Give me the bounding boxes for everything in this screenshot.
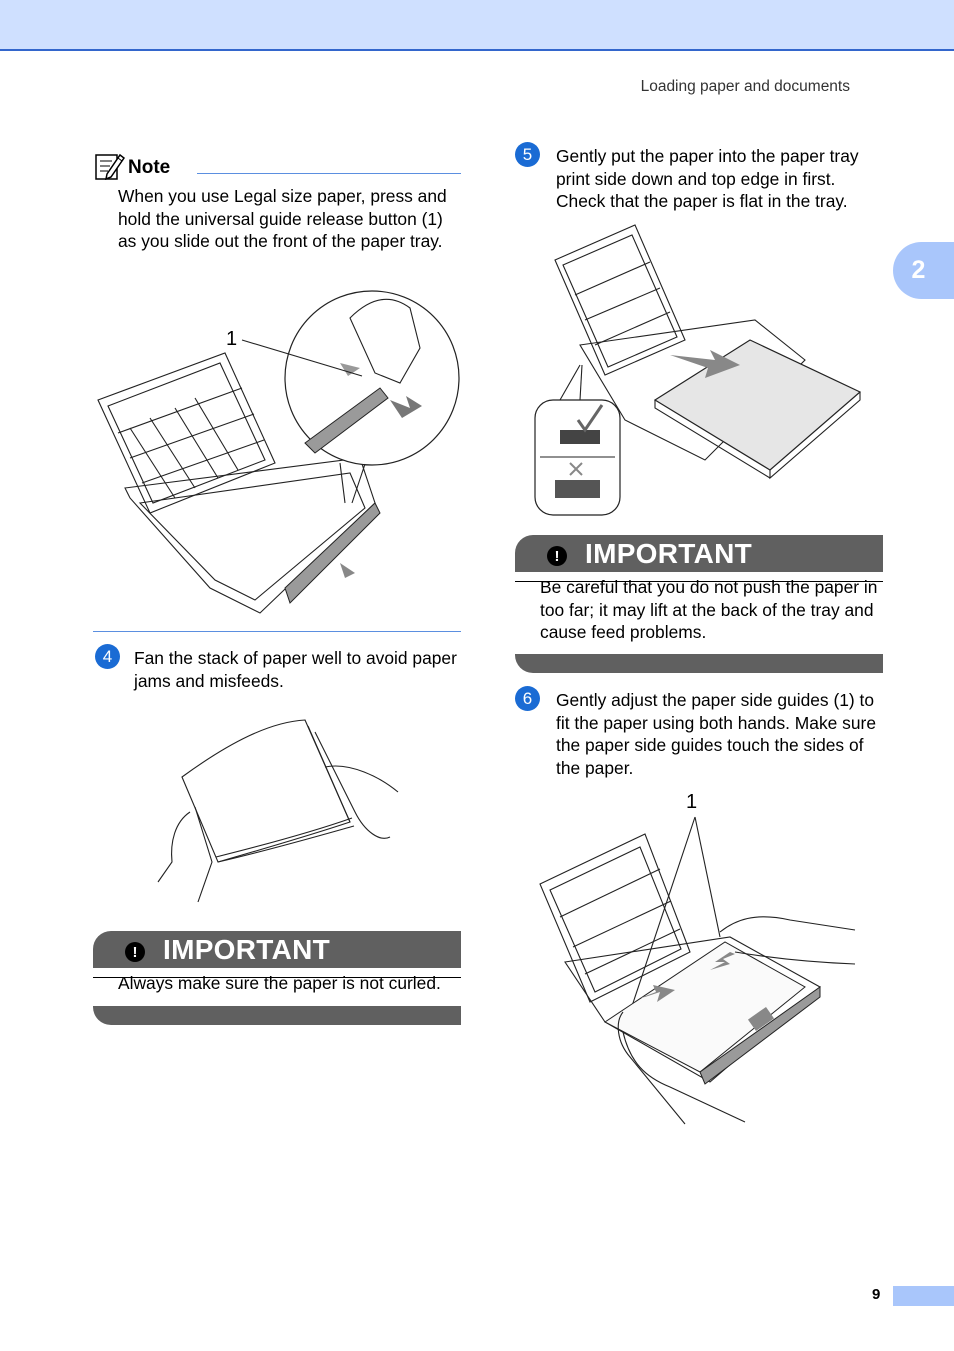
note-text: When you use Legal size paper, press and… [118, 186, 447, 252]
fan-paper-figure [150, 712, 410, 907]
important-box-right-footer [515, 654, 883, 673]
page-number: 9 [872, 1286, 881, 1303]
insert-paper-figure [530, 220, 870, 520]
important-title: IMPORTANT [585, 538, 753, 569]
running-header: Loading paper and documents [640, 78, 850, 95]
note-rule [197, 173, 461, 174]
important-icon: ! [547, 546, 567, 566]
legal-tray-figure [90, 288, 460, 618]
page-number-tab [893, 1286, 954, 1306]
note-pencil-icon [95, 152, 126, 181]
step-5-text: Gently put the paper into the paper tray… [556, 146, 859, 212]
side-guides-figure [535, 812, 860, 1127]
important-right-text: Be careful that you do not push the pape… [540, 577, 878, 643]
important-title: IMPORTANT [163, 934, 331, 965]
important-box-left-header [93, 931, 461, 968]
note-end-rule [93, 631, 461, 632]
important-box-left-footer [93, 1006, 461, 1025]
top-header-band [0, 0, 954, 51]
note-figure-callout: 1 [226, 328, 238, 350]
note-title: Note [128, 157, 171, 178]
important-left-text: Always make sure the paper is not curled… [118, 973, 441, 993]
step-6-number: 6 [515, 686, 540, 711]
step-6-figure-callout: 1 [686, 791, 698, 813]
important-right-rule [515, 581, 883, 582]
step-4-number: 4 [95, 644, 120, 669]
chapter-tab: 2 [893, 242, 954, 299]
important-left-rule [93, 977, 461, 978]
step-4-text: Fan the stack of paper well to avoid pap… [134, 648, 457, 691]
step-6-text: Gently adjust the paper side guides (1) … [556, 690, 876, 778]
important-box-right-header [515, 535, 883, 572]
step-5-number: 5 [515, 142, 540, 167]
important-icon: ! [125, 942, 145, 962]
